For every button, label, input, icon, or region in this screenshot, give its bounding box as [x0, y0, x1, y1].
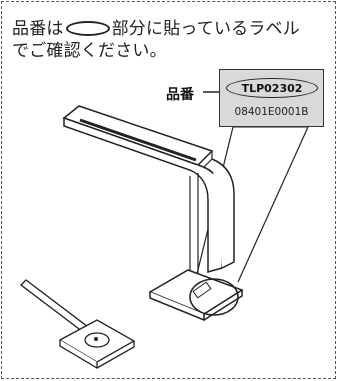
product-label-card: TLP02302 08401E0001B	[219, 69, 324, 127]
highlight-ellipse	[189, 278, 239, 316]
base-label-mark	[192, 281, 212, 299]
callout-line-right	[237, 126, 309, 283]
instruction-text: 品番は 部分に貼っているラベル でご確認ください。	[12, 18, 332, 62]
instruction-part-1: 品番は	[12, 19, 64, 39]
lamp-stem	[189, 164, 223, 273]
lamp-arm-top	[62, 105, 214, 166]
instruction-part-2: 部分に貼っているラベル	[111, 19, 300, 39]
serial-number: 08401E0001B	[234, 106, 309, 118]
hinban-label: 品番	[166, 87, 194, 103]
model-number: TLP02302	[226, 78, 318, 98]
oval-mark-icon	[65, 21, 110, 36]
instruction-line-2: でご確認ください。	[12, 41, 167, 61]
